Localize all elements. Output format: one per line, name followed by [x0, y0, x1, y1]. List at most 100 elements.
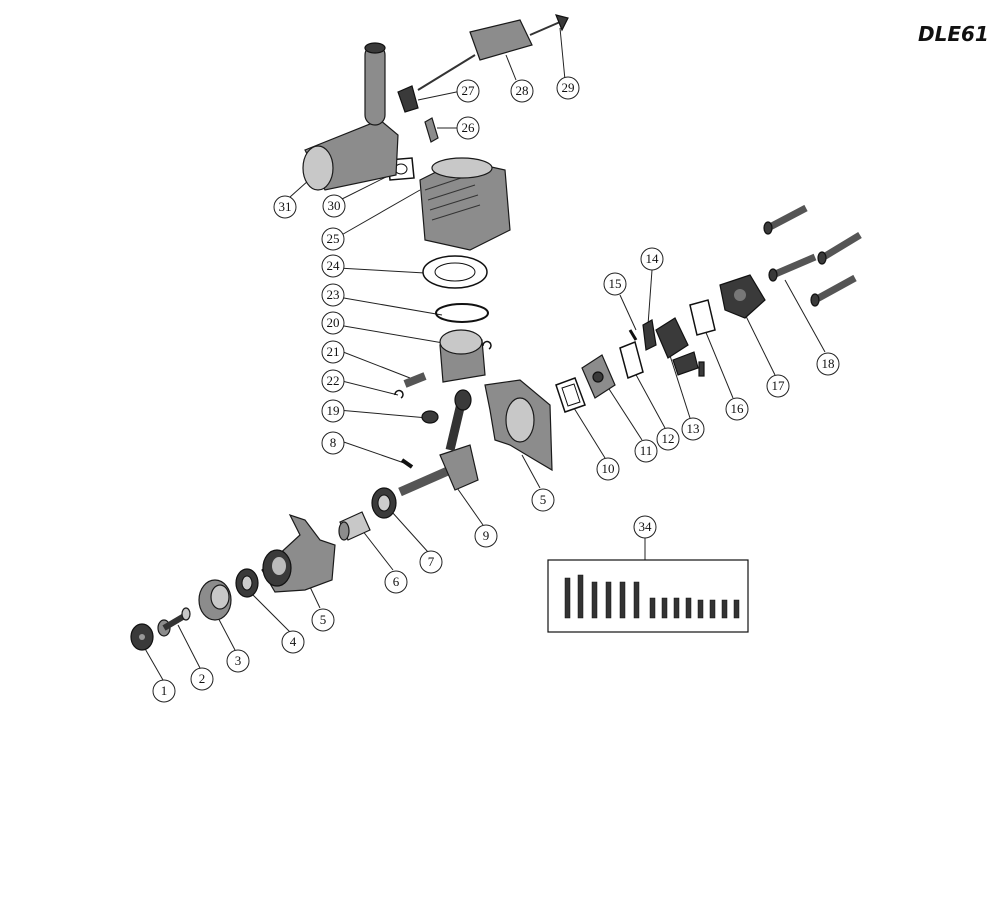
callout-1: 1 [152, 679, 176, 703]
callout-27: 27 [456, 79, 480, 103]
bushing [338, 511, 371, 541]
piston [439, 329, 486, 383]
svg-text:3: 3 [235, 653, 242, 668]
intake-manifold [581, 354, 616, 399]
callout-20: 20 [321, 311, 345, 335]
carburetor [719, 274, 766, 319]
callout-25: 25 [321, 227, 345, 251]
svg-text:23: 23 [327, 287, 340, 302]
callout-3: 3 [226, 649, 250, 673]
svg-text:26: 26 [462, 120, 476, 135]
reed-stopper [628, 329, 638, 341]
callout-22: 22 [321, 369, 345, 393]
cylinder [419, 157, 511, 251]
rear-bearing [371, 487, 397, 519]
svg-text:10: 10 [602, 461, 615, 476]
crankshaft-assembly [398, 389, 479, 497]
svg-text:16: 16 [731, 401, 745, 416]
ignition-module [417, 19, 533, 91]
callout-28: 28 [510, 79, 534, 103]
callout-10: 10 [596, 457, 620, 481]
callout-14: 14 [640, 247, 664, 271]
callout-16: 16 [725, 397, 749, 421]
svg-text:14: 14 [646, 251, 660, 266]
callout-9: 9 [474, 524, 498, 548]
svg-text:18: 18 [822, 356, 835, 371]
reed-petal [642, 319, 657, 351]
spark-plug [424, 117, 439, 143]
cylinder-gasket [422, 255, 488, 289]
svg-text:31: 31 [279, 199, 292, 214]
cover-plate [130, 623, 154, 651]
screw-set [547, 559, 749, 633]
svg-text:5: 5 [320, 612, 327, 627]
piston-pin [403, 372, 427, 388]
diagram-title: DLE61 [918, 22, 989, 46]
callout-12: 12 [656, 427, 680, 451]
gasket [555, 377, 586, 413]
svg-text:15: 15 [609, 276, 622, 291]
svg-text:13: 13 [687, 421, 700, 436]
gasket-2 [619, 340, 644, 380]
callout-6: 6 [384, 570, 408, 594]
needle-bearing [421, 410, 439, 424]
svg-text:28: 28 [516, 83, 529, 98]
svg-text:19: 19 [327, 403, 340, 418]
svg-text:17: 17 [772, 378, 786, 393]
callout-8: 8 [321, 431, 345, 455]
prop-shaft [157, 607, 191, 637]
callout-34: 34 [633, 515, 657, 539]
muffler [302, 42, 399, 191]
svg-text:25: 25 [327, 231, 340, 246]
svg-text:21: 21 [327, 344, 340, 359]
callout-2: 2 [190, 667, 214, 691]
callout-21: 21 [321, 340, 345, 364]
svg-text:7: 7 [428, 554, 435, 569]
callout-4: 4 [281, 630, 305, 654]
svg-text:1: 1 [161, 683, 168, 698]
svg-text:8: 8 [330, 435, 337, 450]
callout-31: 31 [273, 195, 297, 219]
svg-text:20: 20 [327, 315, 340, 330]
callout-7: 7 [419, 550, 443, 574]
callout-11: 11 [634, 439, 658, 463]
svg-text:22: 22 [327, 373, 340, 388]
bearing-spacer [198, 579, 232, 621]
hall-sensor [529, 14, 569, 36]
reed-block [655, 317, 699, 376]
pin-clip [394, 340, 492, 399]
svg-text:4: 4 [290, 634, 297, 649]
plug-cap [397, 85, 419, 113]
callout-29: 29 [556, 76, 580, 100]
callout-24: 24 [321, 254, 345, 278]
clip [400, 458, 414, 469]
front-bearing [235, 568, 259, 598]
callout-30: 30 [322, 194, 346, 218]
callout-17: 17 [766, 374, 790, 398]
svg-text:29: 29 [562, 80, 575, 95]
callout-23: 23 [321, 283, 345, 307]
front-crankcase [261, 513, 336, 593]
callout-15: 15 [603, 272, 627, 296]
callout-13: 13 [681, 417, 705, 441]
svg-text:11: 11 [640, 443, 653, 458]
svg-text:2: 2 [199, 671, 206, 686]
callout-labels: 1 2 3 4 5 5 6 7 8 9 10 11 12 13 14 15 16… [152, 76, 840, 703]
rear-crankcase [484, 379, 553, 472]
svg-text:5: 5 [540, 492, 547, 507]
svg-text:34: 34 [639, 519, 653, 534]
svg-text:27: 27 [462, 83, 476, 98]
gasket-3 [689, 299, 716, 377]
callout-5-rear: 5 [531, 488, 555, 512]
standoffs [763, 204, 862, 307]
svg-text:12: 12 [662, 431, 675, 446]
svg-text:6: 6 [393, 574, 400, 589]
svg-text:9: 9 [483, 528, 490, 543]
piston-ring [435, 303, 489, 323]
svg-text:30: 30 [328, 198, 341, 213]
svg-text:24: 24 [327, 258, 341, 273]
callout-19: 19 [321, 399, 345, 423]
callout-26: 26 [456, 116, 480, 140]
